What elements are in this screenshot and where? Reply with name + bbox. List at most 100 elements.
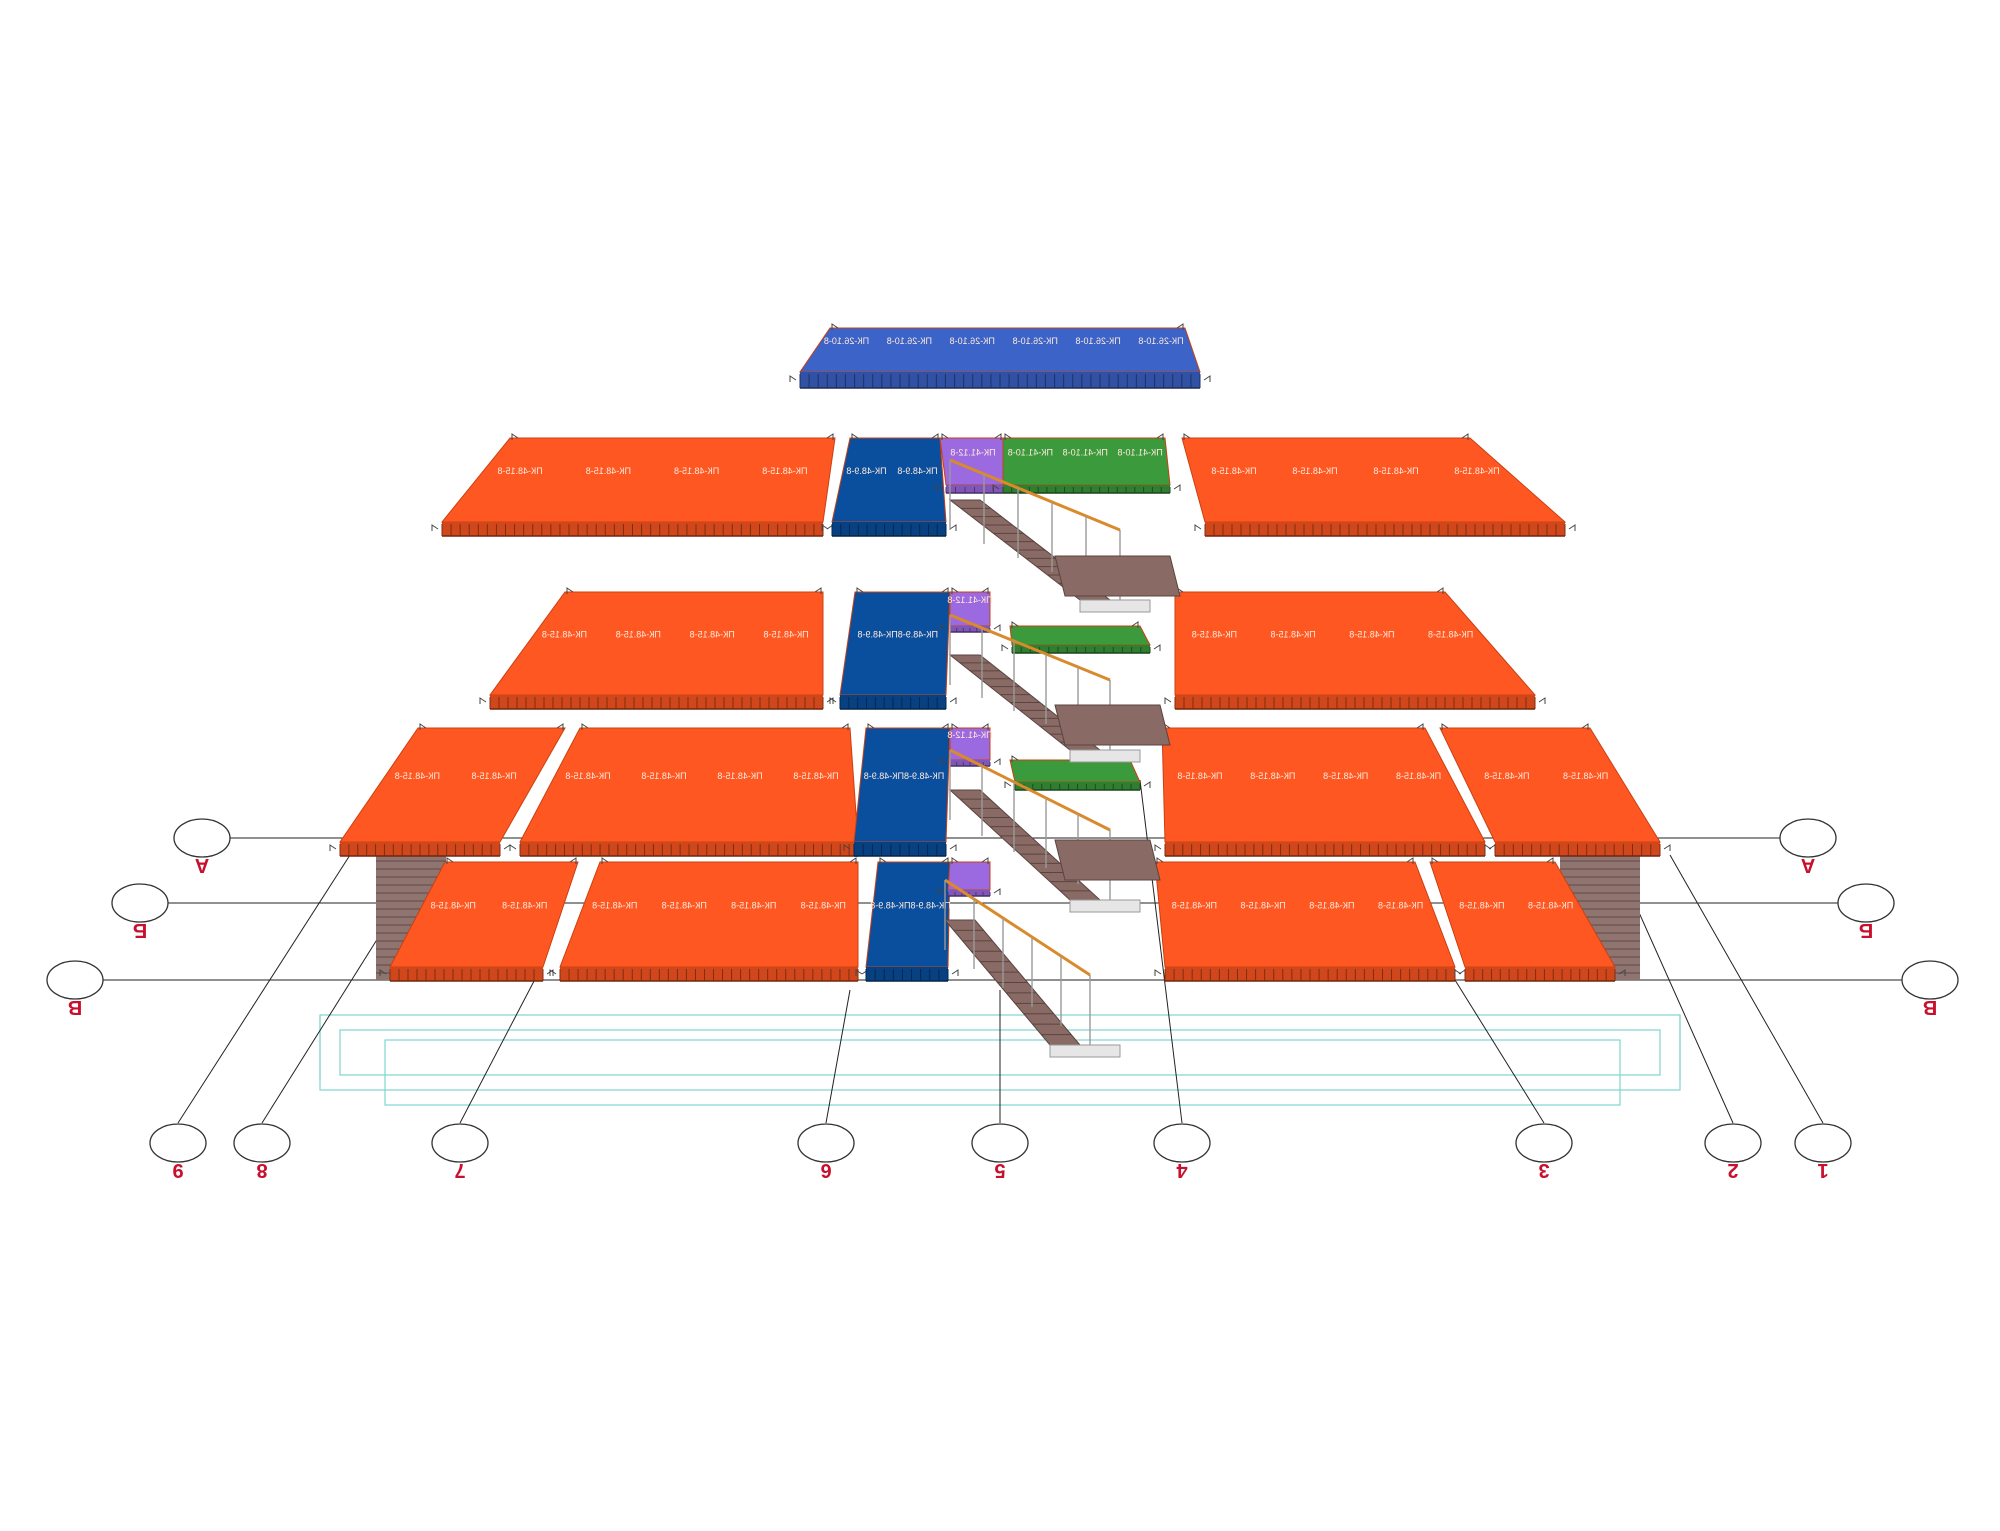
axis-marker-column-1-label: 1 [1817,1159,1828,1181]
slab-roof-hook [789,375,797,382]
slab-l1-blue-front [866,967,948,981]
slab-l1-b-front [560,967,858,981]
stair-flight-3-handrail [949,613,1111,682]
slab-l1-c-label: ПК-48.15-8 [1378,901,1423,911]
slab-l2-green-hook [1143,781,1151,788]
slab-l3-green-hook [1131,621,1139,628]
slab-l4-green-hook [992,484,1000,491]
slab-l1-purple-hook [937,888,945,895]
slab-l2-d-hook [1581,723,1589,730]
slab-l1-d-label: ПК-48.15-8 [1459,901,1504,911]
axis-marker-column-1-circle [1794,1123,1852,1163]
slab-l1-blue-label: ПК-48.9-8ПК-48.9-8 [870,901,950,911]
slab-l2-purple-label: ПК-41.12-8 [947,730,992,740]
slab-l1-d-hook [1431,857,1439,864]
slab-roof-hook [831,323,839,330]
axis-marker-row-left: А [173,818,231,876]
slab-l2-blue: ПК-48.9-8ПК-48.9-8 [843,723,957,857]
slab-l1-b-label: ПК-48.15-8 [592,901,637,911]
slab-l3-b-hook [1538,697,1546,704]
axis-marker-column-8: 8 [233,1123,291,1181]
slab-l2-c-label: ПК-48.15-8 [1250,771,1295,781]
stair-flight-4-landing-edge [1079,599,1151,613]
slab-l2-blue-hook [941,723,949,730]
slab-l2-b-label: ПК-48.15-8 [793,771,838,781]
stair-landing [1054,839,1161,881]
slab-l3-a-hook [826,697,834,704]
slab-l2-b-hook [841,723,849,730]
slab-l3-a-front [490,695,823,709]
slab-l3-purple-hook [981,587,989,594]
slab-l3-purple-label: ПК-41.12-8 [947,595,992,605]
axis-marker-column-7-label: 7 [454,1159,465,1181]
slab-l2-b-top [519,727,859,843]
slab-l1-d-label: ПК-48.15-8 [1528,901,1573,911]
axis-marker-column-6: 6 [797,1123,855,1181]
slab-l1-a-hook [546,969,554,976]
slab-l4-a-hook [431,524,439,531]
slab-l3-a-hook [566,587,574,594]
slab-l2-purple: ПК-41.12-8 [939,723,1001,767]
slab-l4-b-hook [1194,524,1202,531]
slab-l1-blue: ПК-48.9-8ПК-48.9-8 [855,857,959,982]
axis-marker-row-right: Б [1837,883,1895,941]
slab-roof-top [799,327,1201,373]
slab-l4-purple-label: ПК-41.12-8 [950,448,995,458]
axis-marker-column-5-circle [971,1123,1029,1163]
axis-marker-column-4-circle [1153,1123,1211,1163]
slab-l1-c-hook [1156,857,1164,864]
slab-l2-purple-hook [951,723,959,730]
axis-marker-column-3: 3 [1515,1123,1573,1181]
slab-l2-blue-hook [867,723,875,730]
slab-l4-a-hook [826,433,834,440]
slab-l4-blue-label: ПК-48.9-8 [897,466,937,476]
slab-l3-green-front [1012,645,1150,653]
slab-l2-d-hook [1441,723,1449,730]
slab-l1-d-front [1465,967,1615,981]
slab-l3-blue-top [839,591,951,696]
slab-l4-b-label: ПК-48.15-8 [1373,466,1418,476]
slab-l4-b-hook [1183,433,1191,440]
slab-l1-c-hook [1154,969,1162,976]
slab-l1-d-hook [1546,857,1554,864]
stair-flight-4-handrail [949,458,1121,532]
axis-marker-column-6-circle [797,1123,855,1163]
axis-marker-row-left-circle [173,818,231,858]
slab-l4-blue-hook [949,524,957,531]
slab-l2-a-hook [419,723,427,730]
slab-l2-c-hook [1416,723,1424,730]
slab-l3-b-label: ПК-48.15-8 [1428,630,1473,640]
stair-flight-1-handrail [944,878,1091,977]
slab-l1-c-label: ПК-48.15-8 [1172,901,1217,911]
slab-l3-blue-hook [949,697,957,704]
slab-roof-label: ПК-26.10-8 [1138,336,1183,346]
slab-l2-b-label: ПК-48.15-8 [565,771,610,781]
slab-l1-c-label: ПК-48.15-8 [1241,901,1286,911]
slab-l3-purple-hook [939,624,947,631]
slab-l4-green-hook [1156,433,1164,440]
slab-l4-green-label: ПК-41.10-8 [1117,448,1162,458]
slab-l1-b-label: ПК-48.15-8 [662,901,707,911]
axis-marker-row-right: А [1779,818,1837,876]
slab-l3-a-label: ПК-48.15-8 [542,630,587,640]
slab-l3-a-label: ПК-48.15-8 [690,630,735,640]
slab-l2-a-hook [329,844,337,851]
axis-marker-column-4-label: 4 [1176,1159,1188,1181]
slab-l3-b-label: ПК-48.15-8 [1349,630,1394,640]
slab-l3-a-hook [814,587,822,594]
axis-marker-column-2: 2 [1704,1123,1762,1181]
slab-l4-b-hook [1461,433,1469,440]
slab-l3-green-top [1009,625,1151,646]
slab-l2-green-top [1009,759,1141,783]
slab-l2-b-hook [509,844,517,851]
axis-line-column [1669,854,1824,1124]
axis-marker-row-left-label: Б [133,919,147,941]
axis-marker-row-right-label: Б [1859,919,1873,941]
